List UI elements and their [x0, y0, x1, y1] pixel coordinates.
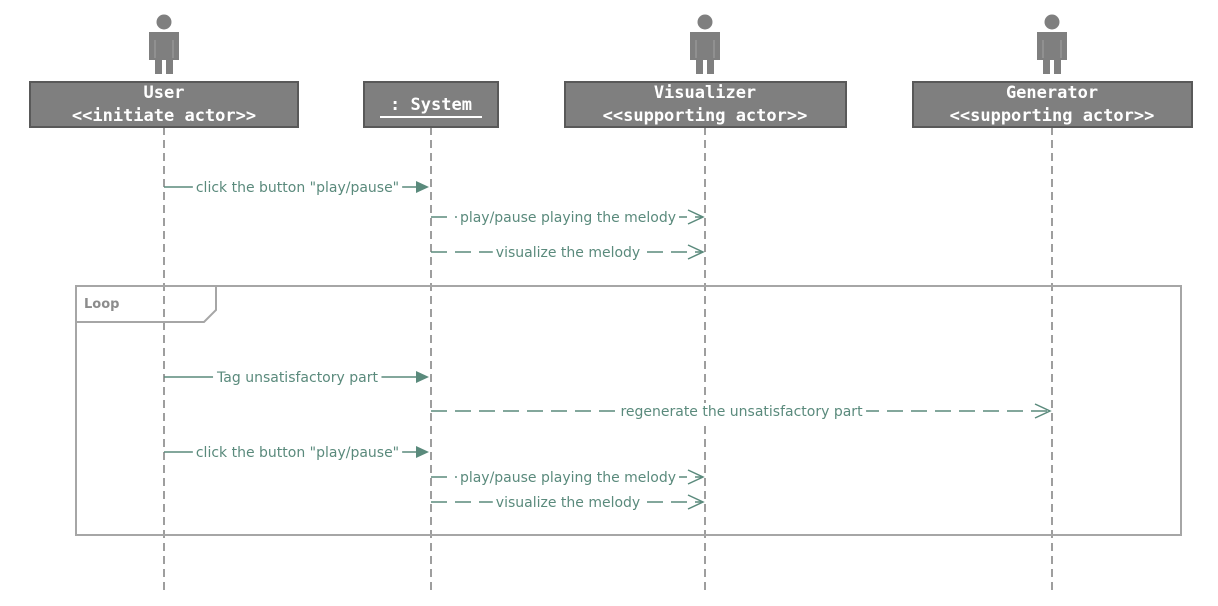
participant-stereotype: <<supporting actor>> — [603, 106, 808, 126]
message-8: visualize the melody — [431, 494, 705, 512]
participant-box-visualizer — [564, 81, 847, 128]
loop-frame-tab — [76, 286, 217, 323]
messages: click the button "play/pause" play/pause … — [164, 179, 1052, 512]
arrowhead-filled — [416, 446, 429, 458]
message-6: click the button "play/pause" — [164, 444, 429, 462]
arrowhead-open — [687, 244, 705, 260]
arrowhead-filled — [416, 371, 429, 383]
arrowhead-filled — [416, 181, 429, 193]
message-label-bg — [192, 179, 403, 197]
message-7: play/pause playing the melody — [431, 469, 705, 487]
participant-system: : System — [363, 81, 499, 128]
message-1: click the button "play/pause" — [164, 179, 429, 197]
participant-generator: Generator <<supporting actor>> — [912, 14, 1193, 128]
message-label-bg — [492, 494, 644, 512]
message-label-bg — [456, 469, 680, 487]
message-label: click the button "play/pause" — [196, 445, 399, 461]
participant-user: User <<initiate actor>> — [29, 14, 299, 128]
message-label: play/pause playing the melody — [460, 210, 676, 226]
loop-frame: Loop — [75, 285, 1182, 536]
message-5: regenerate the unsatisfactory part — [431, 403, 1052, 421]
message-label: Tag unsatisfactory part — [216, 370, 378, 386]
arrowhead-open — [687, 209, 705, 225]
message-label-bg — [192, 444, 403, 462]
message-label: click the button "play/pause" — [196, 180, 399, 196]
participant-name: : System — [390, 95, 472, 115]
participant-box-system — [363, 81, 499, 128]
participant-visualizer: Visualizer <<supporting actor>> — [564, 14, 847, 128]
message-label: regenerate the unsatisfactory part — [620, 404, 863, 420]
participant-stereotype: <<initiate actor>> — [72, 106, 256, 126]
participant-stereotype: <<supporting actor>> — [950, 106, 1155, 126]
participant-box-generator — [912, 81, 1193, 128]
participant-name: User — [144, 83, 185, 103]
loop-frame-border — [75, 285, 1182, 536]
message-label: visualize the melody — [496, 495, 640, 511]
participant-name: Visualizer — [654, 83, 756, 103]
participant-box-user — [29, 81, 299, 128]
message-label-bg — [617, 403, 867, 421]
message-4: Tag unsatisfactory part — [164, 369, 429, 387]
message-label: visualize the melody — [496, 245, 640, 261]
arrowhead-open — [687, 469, 705, 485]
participant-heads: User <<initiate actor>> : System Visualizer… — [29, 14, 1193, 128]
message-label-bg — [456, 209, 680, 227]
message-2: play/pause playing the melody — [431, 209, 705, 227]
arrowhead-open — [687, 494, 705, 510]
message-3: visualize the melody — [431, 244, 705, 262]
person-icon — [690, 14, 720, 74]
message-label-bg — [213, 369, 382, 387]
message-label-bg — [492, 244, 644, 262]
person-icon — [149, 14, 179, 74]
participant-name: Generator — [1006, 83, 1098, 103]
person-icon — [1037, 14, 1067, 74]
arrowhead-open — [1034, 403, 1052, 419]
message-label: play/pause playing the melody — [460, 470, 676, 486]
loop-frame-label: Loop — [84, 297, 119, 312]
